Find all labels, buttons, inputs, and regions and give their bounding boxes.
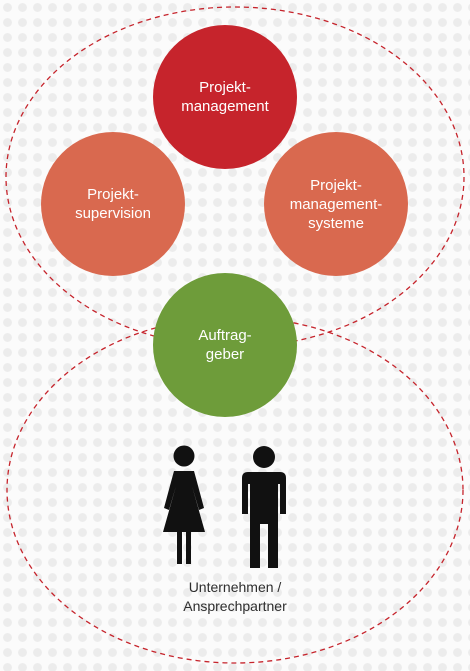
- node-projektsupervision-label: Projekt- supervision: [75, 186, 151, 222]
- people-label: Unternehmen / Ansprechpartner: [183, 579, 287, 614]
- node-projektmanagementsysteme-label: Projekt- management- systeme: [289, 176, 383, 232]
- upper-group-outline: [5, 6, 465, 348]
- node-auftraggeber: Auftrag- geber: [153, 273, 297, 417]
- node-projektsupervision: Projekt- supervision: [41, 132, 185, 276]
- node-projektmanagementsysteme: Projekt- management- systeme: [264, 132, 408, 276]
- node-auftraggeber-label: Auftrag- geber: [198, 327, 252, 363]
- node-projektmanagement: Projekt- management: [153, 25, 297, 169]
- woman-icon: [163, 445, 205, 564]
- people-icons: [163, 445, 286, 568]
- man-icon: [242, 446, 286, 568]
- node-projektmanagement-label: Projekt- management: [181, 79, 269, 115]
